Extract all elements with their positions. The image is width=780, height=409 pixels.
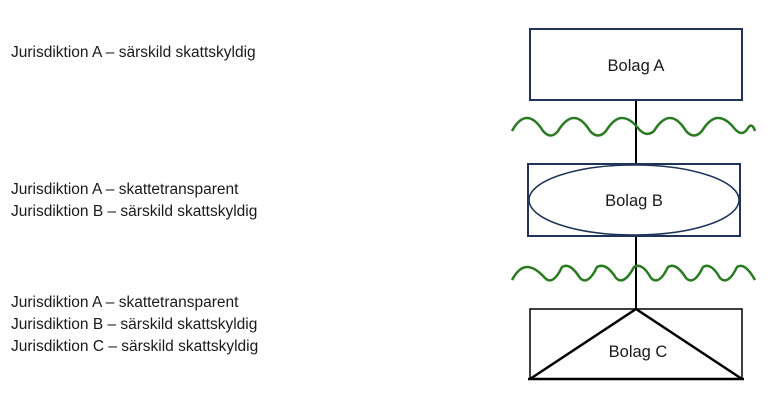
node-label: Bolag B: [605, 192, 663, 210]
label-line: Jurisdiktion A – särskild skattskyldig: [11, 44, 256, 61]
node-label: Bolag C: [609, 343, 668, 361]
label-line: Jurisdiktion C – särskild skattskyldig: [11, 338, 259, 355]
node-bolag-b: Bolag B: [527, 163, 741, 237]
jurisdiction-border-wave-1: [510, 116, 757, 137]
node-bolag-c: Bolag C: [528, 307, 744, 381]
label-group-bolag-c: Jurisdiktion A – skattetransparent Juris…: [11, 292, 258, 358]
node-label: Bolag A: [608, 57, 665, 75]
node-bolag-a: Bolag A: [529, 28, 743, 101]
label-line: Jurisdiktion B – särskild skattskyldig: [11, 203, 258, 220]
label-line: Jurisdiktion B – särskild skattskyldig: [11, 316, 258, 333]
label-group-bolag-b: Jurisdiktion A – skattetransparent Juris…: [11, 179, 257, 223]
label-group-bolag-a: Jurisdiktion A – särskild skattskyldig: [11, 42, 256, 64]
label-line: Jurisdiktion A – skattetransparent: [11, 294, 239, 311]
jurisdiction-border-wave-2: [510, 264, 757, 282]
label-line: Jurisdiktion A – skattetransparent: [11, 181, 239, 198]
